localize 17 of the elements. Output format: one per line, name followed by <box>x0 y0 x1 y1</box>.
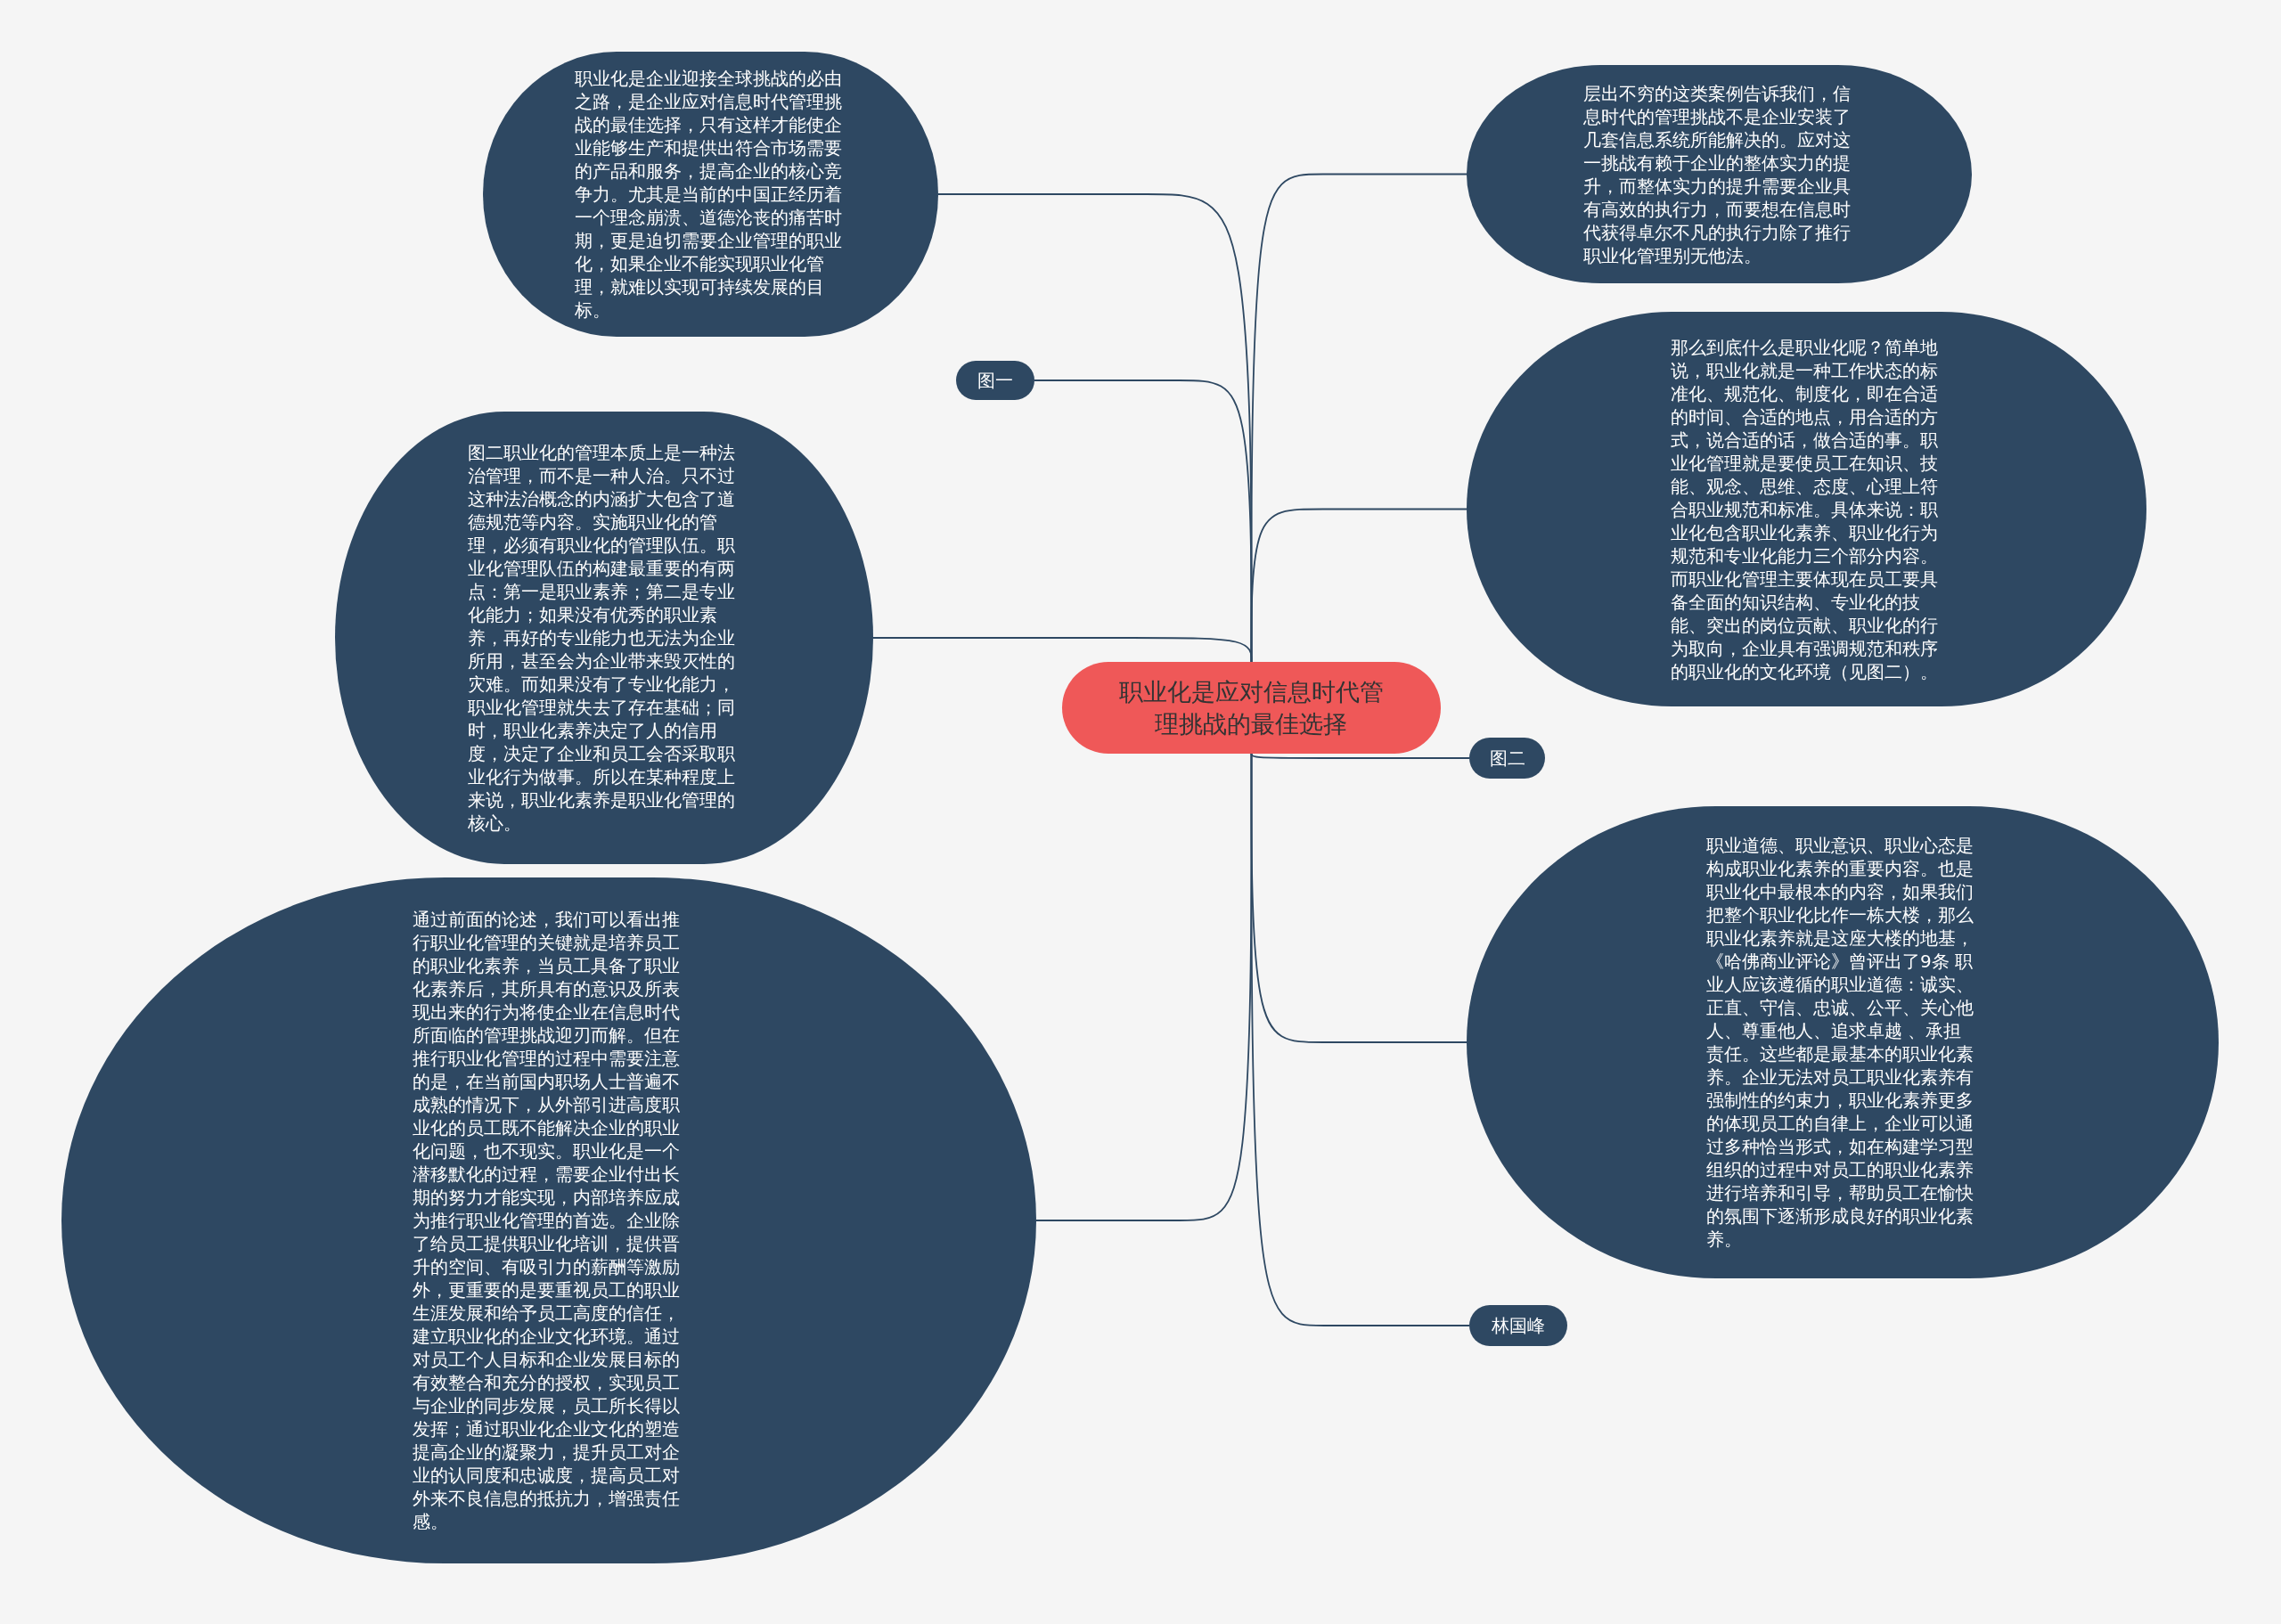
tag-text: 图二 <box>1489 747 1525 770</box>
topic-text: 职业化是应对信息时代管理挑战的最佳选择 <box>1118 677 1385 739</box>
topic-text: 通过前面的论述，我们可以看出推行职业化管理的关键就是培养员工的职业化素养，当员工具备了职业化素养后，其所具有的意识及所表现出来的行为将使企业在信息时代所面临的管理挑战迎刃而解。但在推行职业化管理的过程中需要注意的是，在当前国内职场人士普遍不成熟的情况下，从外部引进高度职业化的员工既不能解决企业的职业化问题，也不现实。职业化是一个潜移默化的过程，需要企业付出长期的努力才能实现，内部培养应成为推行职业化管理的首选。企业除了给员工提供职业化培训，提供晋升的空间、有吸引力的薪酬等激励外，更重要的是要重视员工的职业生涯发展和给予员工高度的信任，建立职业化的企业文化环境。通过对员工个人目标和企业发展目标的有效整合和充分的授权，实现员工与企业的同步发展，员工所长得以发挥；通过职业化企业文化的塑造提高企业的凝聚力，提升员工对企业的认同度和忠诚度，提高员工对外来不良信息的抵抗力，增强责任感。 <box>413 908 681 1533</box>
topic-text: 那么到底什么是职业化呢？简单地说，职业化就是一种工作状态的标准化、规范化、制度化，即在合适的时间、合适的地点，用合适的方式，说合适的话，做合适的事。职业化管理就是要使员工在知识、技能、观念、思维、态度、心理上符合职业规范和标准。具体来说：职业化包含职业化素养、职业化行为规范和专业化能力三个部分内容。而职业化管理主要体现在员工要具备全面的知识结构、专业化的技能、突出的岗位贡献、职业化的行为取向，企业具有强调规范和秩序的职业化的文化环境（见图二）。 <box>1670 335 1939 683</box>
topic-text: 职业化是企业迎接全球挑战的必由之路，是企业应对信息时代管理挑战的最佳选择，只有这样才能使企业能够生产和提供出符合市场需要的产品和服务，提高企业的核心竞争力。尤其是当前的中国正经历着一个理念崩溃、道德沦丧的痛苦时期，更是迫切需要企业管理的职业化，如果企业不能实现职业化管理，就难以实现可持续发展的目标。 <box>574 67 843 322</box>
tag-bubble <box>1469 738 1545 779</box>
tag-text: 图一 <box>977 369 1013 392</box>
connector-line <box>1250 753 1470 759</box>
tag-bubble <box>956 361 1034 400</box>
topic-text: 层出不穷的这类案例告诉我们，信息时代的管理挑战不是企业安装了几套信息系统所能解决的。应对这一挑战有赖于企业的整体实力的提升，而整体实力的提升需要企业具有高效的执行力，而要想在信息时代获得卓尔不凡的执行力除了推行职业化管理别无他法。 <box>1582 81 1852 267</box>
topic-text: 图二职业化的管理本质上是一种法治管理，而不是一种人治。只不过这种法治概念的内涵扩大包含了道德规范等内容。实施职业化的管理，必须有职业化的管理队伍。职业化管理队伍的构建最重要的有两点：第一是职业素养；第二是专业化能力；如果没有优秀的职业素养，再好的专业能力也无法为企业所用，甚至会为企业带来毁灭性的灾难。而如果没有了专业化能力，职业化管理就失去了存在基础；同时，职业化素养决定了人的信用度，决定了企业和员工会否采取职业化行为做事。所以在某种程度上来说，职业化素养是职业化管理的核心。 <box>468 441 736 835</box>
connector-line <box>1250 753 1470 1326</box>
tag-bubble <box>1469 1305 1567 1346</box>
topic-text: 职业道德、职业意识、职业心态是构成职业化素养的重要内容。也是职业化中最根本的内容，如果我们把整个职业化比作一栋大楼，那么职业化素养就是这座大楼的地基，《哈佛商业评论》曾评出了9条 职业人应该遵循的职业道德：诚实、正直、守信、忠诚、公平、关心他人、尊重他人、追求卓越 、承担责任。这些都是最基本的职业化素养。企业无法对员工职业化素养有强制性的约束力，职业化素养更多的体现员工的自律上，企业可以通过多种恰当形式，如在构建学习型组织的过程中对员工的职业化素养进行培养和引导，帮助员工在愉快的氛围下逐渐形成良好的职业化素养。 <box>1706 834 1974 1251</box>
connector-line <box>1250 508 1468 663</box>
connector-line <box>1250 173 1468 663</box>
tag-text: 林国峰 <box>1492 1314 1545 1337</box>
